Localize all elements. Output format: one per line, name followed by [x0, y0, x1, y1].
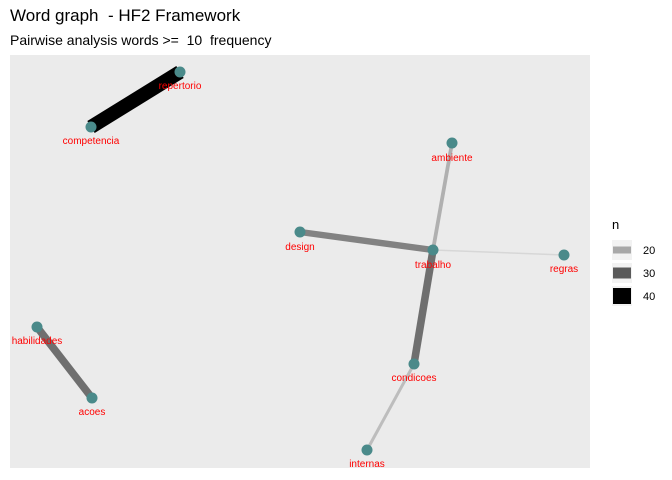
legend-label-40: 40	[643, 291, 655, 303]
node-label-repertorio: repertorio	[159, 81, 202, 92]
legend-swatch-40	[613, 288, 631, 304]
legend-swatch-20	[613, 246, 631, 254]
legend-swatch-30	[613, 267, 631, 279]
node-condicoes	[408, 358, 420, 370]
node-label-competencia: competencia	[63, 136, 120, 147]
edge-condicoes-internas	[365, 363, 416, 451]
edges-layer	[34, 66, 565, 451]
node-label-internas: internas	[349, 459, 385, 470]
node-label-ambiente: ambiente	[431, 153, 473, 164]
legend: n 20 30 40	[612, 217, 655, 306]
edge-trabalho-condicoes	[410, 249, 437, 365]
edge-trabalho-ambiente	[431, 142, 454, 251]
node-regras	[558, 249, 570, 261]
legend-title: n	[612, 217, 619, 232]
node-label-condicoes: condicoes	[391, 373, 436, 384]
edge-trabalho-regras	[432, 249, 565, 256]
node-design	[294, 226, 306, 238]
node-label-acoes: acoes	[79, 407, 106, 418]
node-label-trabalho: trabalho	[415, 260, 452, 271]
node-label-regras: regras	[550, 264, 578, 275]
nodes-layer: repertorio competencia ambiente design traba…	[12, 66, 578, 470]
node-acoes	[86, 392, 98, 404]
graph-title: Word graph - HF2 Framework	[10, 6, 241, 25]
node-label-design: design	[285, 242, 314, 253]
legend-label-20: 20	[643, 245, 655, 257]
legend-label-30: 30	[643, 268, 655, 280]
node-habilidades	[31, 321, 43, 333]
node-trabalho	[427, 244, 439, 256]
node-ambiente	[446, 137, 458, 149]
graph-subtitle: Pairwise analysis words >= 10 frequency	[10, 32, 272, 48]
node-internas	[361, 444, 373, 456]
edge-design-trabalho	[299, 228, 434, 254]
edge-competencia-repertorio	[87, 66, 184, 133]
node-competencia	[85, 121, 97, 133]
node-label-habilidades: habilidades	[12, 336, 63, 347]
node-repertorio	[174, 66, 186, 78]
edge-habilidades-acoes	[34, 324, 95, 401]
